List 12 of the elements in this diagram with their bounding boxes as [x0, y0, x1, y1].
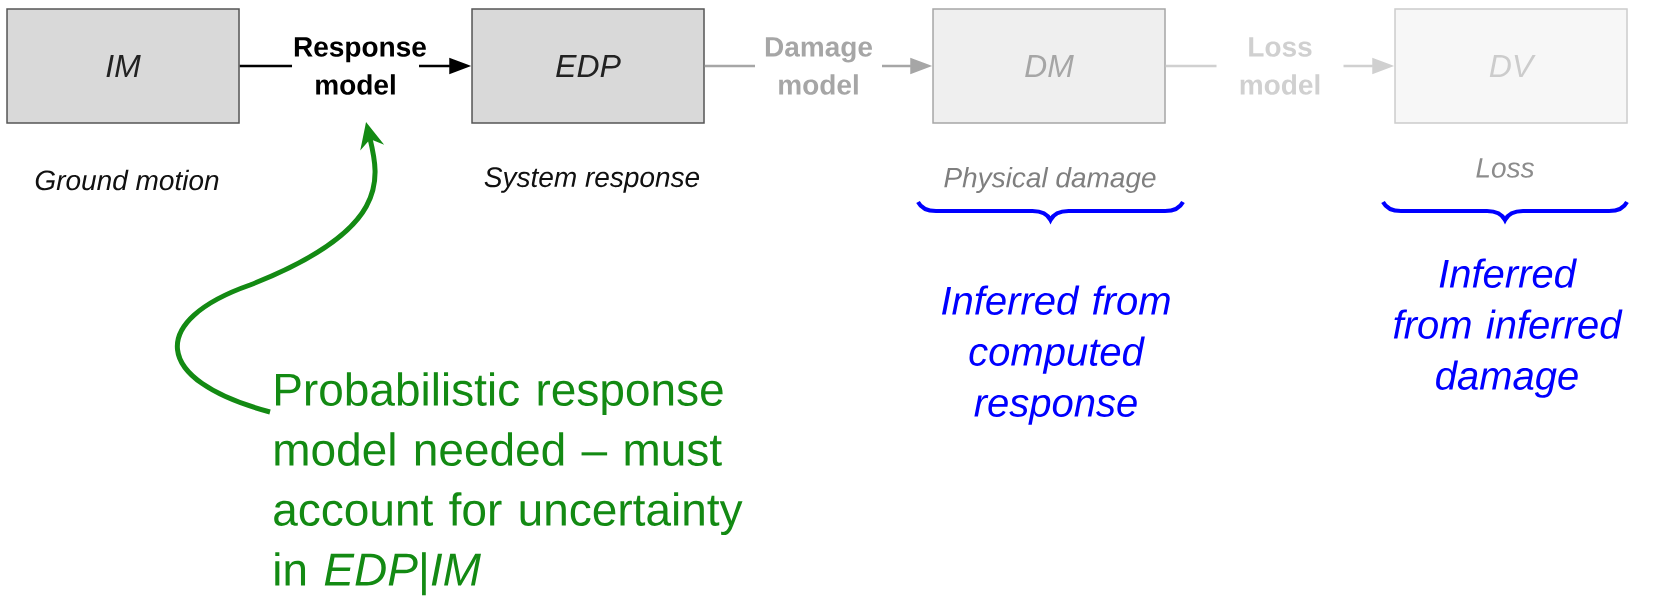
- caption-text: Physical damage: [944, 166, 1156, 194]
- caption-text: Ground motion: [35, 169, 219, 191]
- process-box: EDP: [471, 8, 705, 124]
- note-text: Probabilistic response model needed – must account for uncertainty in EDP|IM: [274, 372, 743, 596]
- annotation-text: Inferred from computed response: [942, 285, 1170, 425]
- edge-label: Response model: [292, 36, 426, 96]
- edge-label: Damage model: [755, 36, 882, 96]
- process-box: DM: [932, 8, 1166, 124]
- annotation-text: Inferred from inferred damage: [1393, 258, 1623, 398]
- caption-text: Loss: [1476, 158, 1534, 178]
- process-box: IM: [6, 8, 240, 124]
- caption-text: System response: [484, 167, 700, 193]
